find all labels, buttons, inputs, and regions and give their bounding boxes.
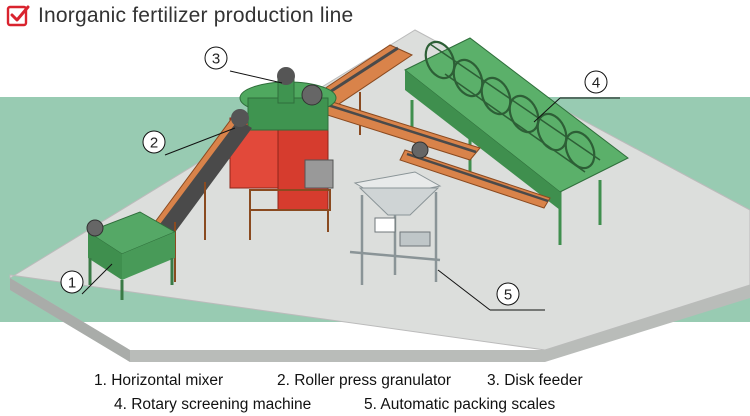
callout-1: 1 bbox=[60, 263, 113, 295]
production-line-illustration: 1 2 3 4 5 bbox=[0, 29, 750, 362]
callout-3: 3 bbox=[204, 46, 283, 84]
legend-item-roller-press-granulator: 2. Roller press granulator bbox=[277, 372, 452, 389]
title-bar: Inorganic fertilizer production line bbox=[6, 2, 353, 30]
legend-item-rotary-screening-machine: 4. Rotary screening machine bbox=[114, 396, 312, 413]
disk-feeder bbox=[239, 67, 337, 131]
callout-number: 5 bbox=[504, 287, 512, 304]
return-conveyor bbox=[399, 141, 551, 209]
automatic-packing-scales bbox=[349, 171, 442, 285]
horizontal-mixer bbox=[86, 211, 177, 300]
callout-number: 1 bbox=[68, 275, 76, 292]
legend-item-automatic-packing-scales: 5. Automatic packing scales bbox=[364, 396, 556, 413]
callout-4: 4 bbox=[533, 70, 620, 123]
page-title: Inorganic fertilizer production line bbox=[38, 4, 354, 27]
checkbox-check-icon bbox=[6, 5, 30, 27]
callout-2: 2 bbox=[142, 127, 236, 156]
rotary-screening-machine bbox=[404, 37, 629, 245]
callout-5: 5 bbox=[437, 269, 545, 311]
callout-number: 3 bbox=[212, 51, 220, 68]
callout-number: 2 bbox=[150, 135, 158, 152]
callout-number: 4 bbox=[592, 75, 600, 92]
legend-item-disk-feeder: 3. Disk feeder bbox=[487, 372, 583, 389]
legend-item-horizontal-mixer: 1. Horizontal mixer bbox=[94, 372, 224, 389]
